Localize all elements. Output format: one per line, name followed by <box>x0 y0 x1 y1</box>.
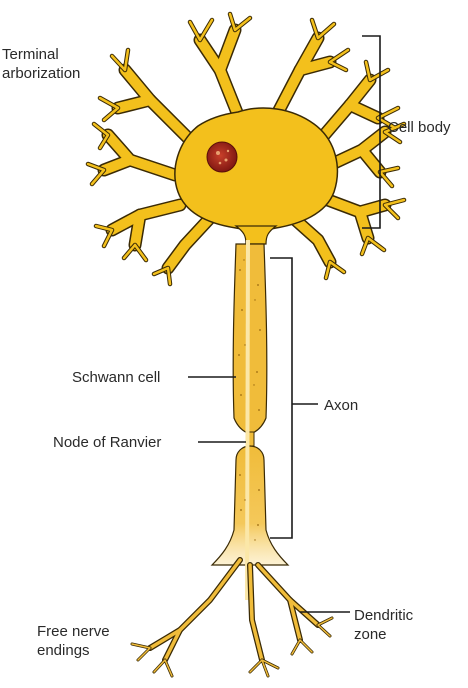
free-nerve-endings-line-1: Free nerve <box>37 623 110 640</box>
free-nerve-endings-label: Free nerve endings <box>37 622 110 660</box>
schwann-cell-label: Schwann cell <box>72 369 161 386</box>
cell-body-label: Cell body <box>388 119 451 136</box>
terminal-arborization-line-2: arborization <box>2 65 81 82</box>
cell-body-bracket <box>362 35 381 229</box>
nucleus <box>206 141 238 173</box>
dendritic-zone-line-1: Dendritic <box>354 607 414 624</box>
node-of-ranvier-label: Node of Ranvier <box>53 434 162 451</box>
axon-label: Axon <box>324 397 359 414</box>
schwann-cell-lower <box>210 445 290 566</box>
terminal-arborization-label: Terminal arborization <box>2 45 80 83</box>
cell-body-soma <box>174 107 339 237</box>
dendritic-zone-label: Dendritic zone <box>354 606 413 644</box>
axon-bracket <box>270 257 318 539</box>
terminal-arborization-line-1: Terminal <box>2 46 59 63</box>
schwann-cell-upper <box>232 243 268 435</box>
dendritic-zone-line-2: zone <box>354 626 387 643</box>
leader-lines <box>188 376 350 613</box>
axon-shaft <box>210 239 290 601</box>
free-nerve-endings-line-2: endings <box>37 642 90 659</box>
